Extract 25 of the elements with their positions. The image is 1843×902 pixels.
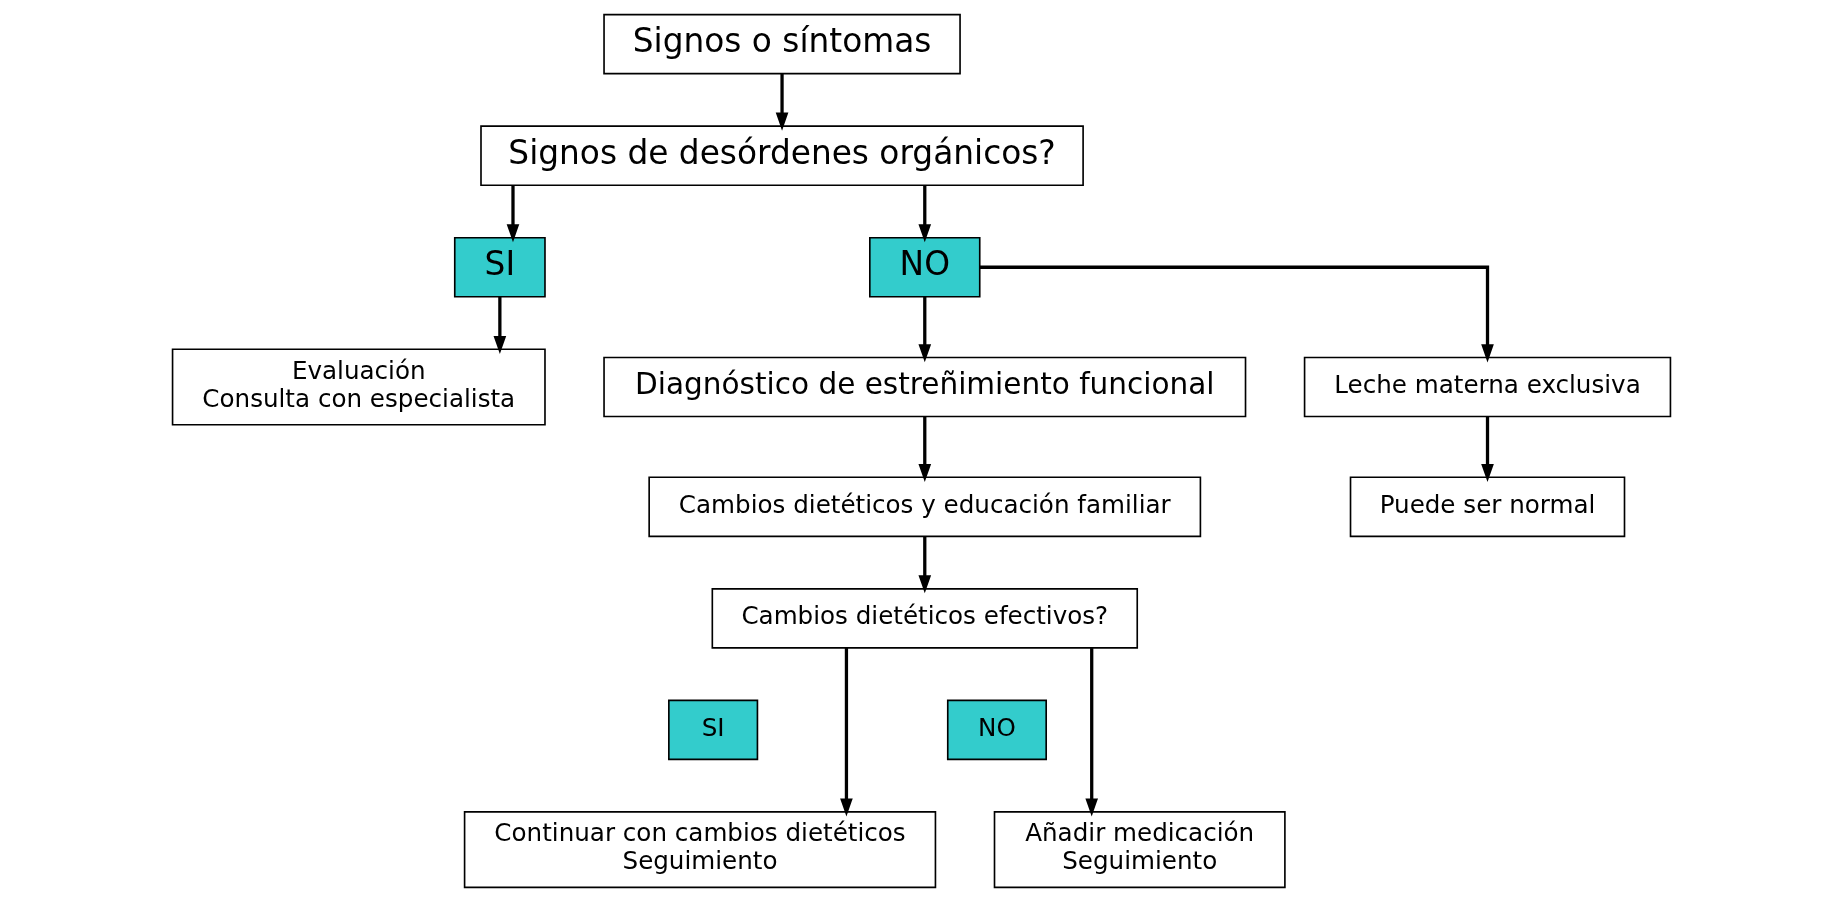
node-box: SI <box>668 699 759 761</box>
node-box: Diagnóstico de estreñimiento funcional <box>603 356 1247 418</box>
arrow <box>918 536 932 594</box>
arrow <box>840 648 853 817</box>
node-box: Signos o síntomas <box>603 13 961 75</box>
node-box: Puede ser normal <box>1349 476 1626 538</box>
node-box: Evaluación Consulta con especialista <box>171 348 546 426</box>
arrow <box>979 265 1494 363</box>
node-box: Cambios dietéticos y educación familiar <box>648 476 1202 538</box>
node-box: NO <box>946 699 1047 761</box>
arrow <box>775 74 789 131</box>
node-box: NO <box>869 236 981 298</box>
arrow <box>918 296 932 363</box>
arrow <box>918 185 932 243</box>
node-box: SI <box>453 236 546 298</box>
arrow <box>918 416 932 483</box>
node-box: Añadir medicación Seguimiento <box>993 811 1286 889</box>
arrow <box>1481 416 1494 483</box>
node-box: Leche materna exclusiva <box>1303 356 1672 418</box>
node-box: Continuar con cambios dietéticos Seguimiento <box>463 811 937 889</box>
arrow <box>506 185 520 243</box>
arrow <box>1085 648 1099 817</box>
node-box: Signos de desórdenes orgánicos? <box>480 125 1084 187</box>
arrow <box>493 296 507 355</box>
node-box: Cambios dietéticos efectivos? <box>711 588 1139 649</box>
